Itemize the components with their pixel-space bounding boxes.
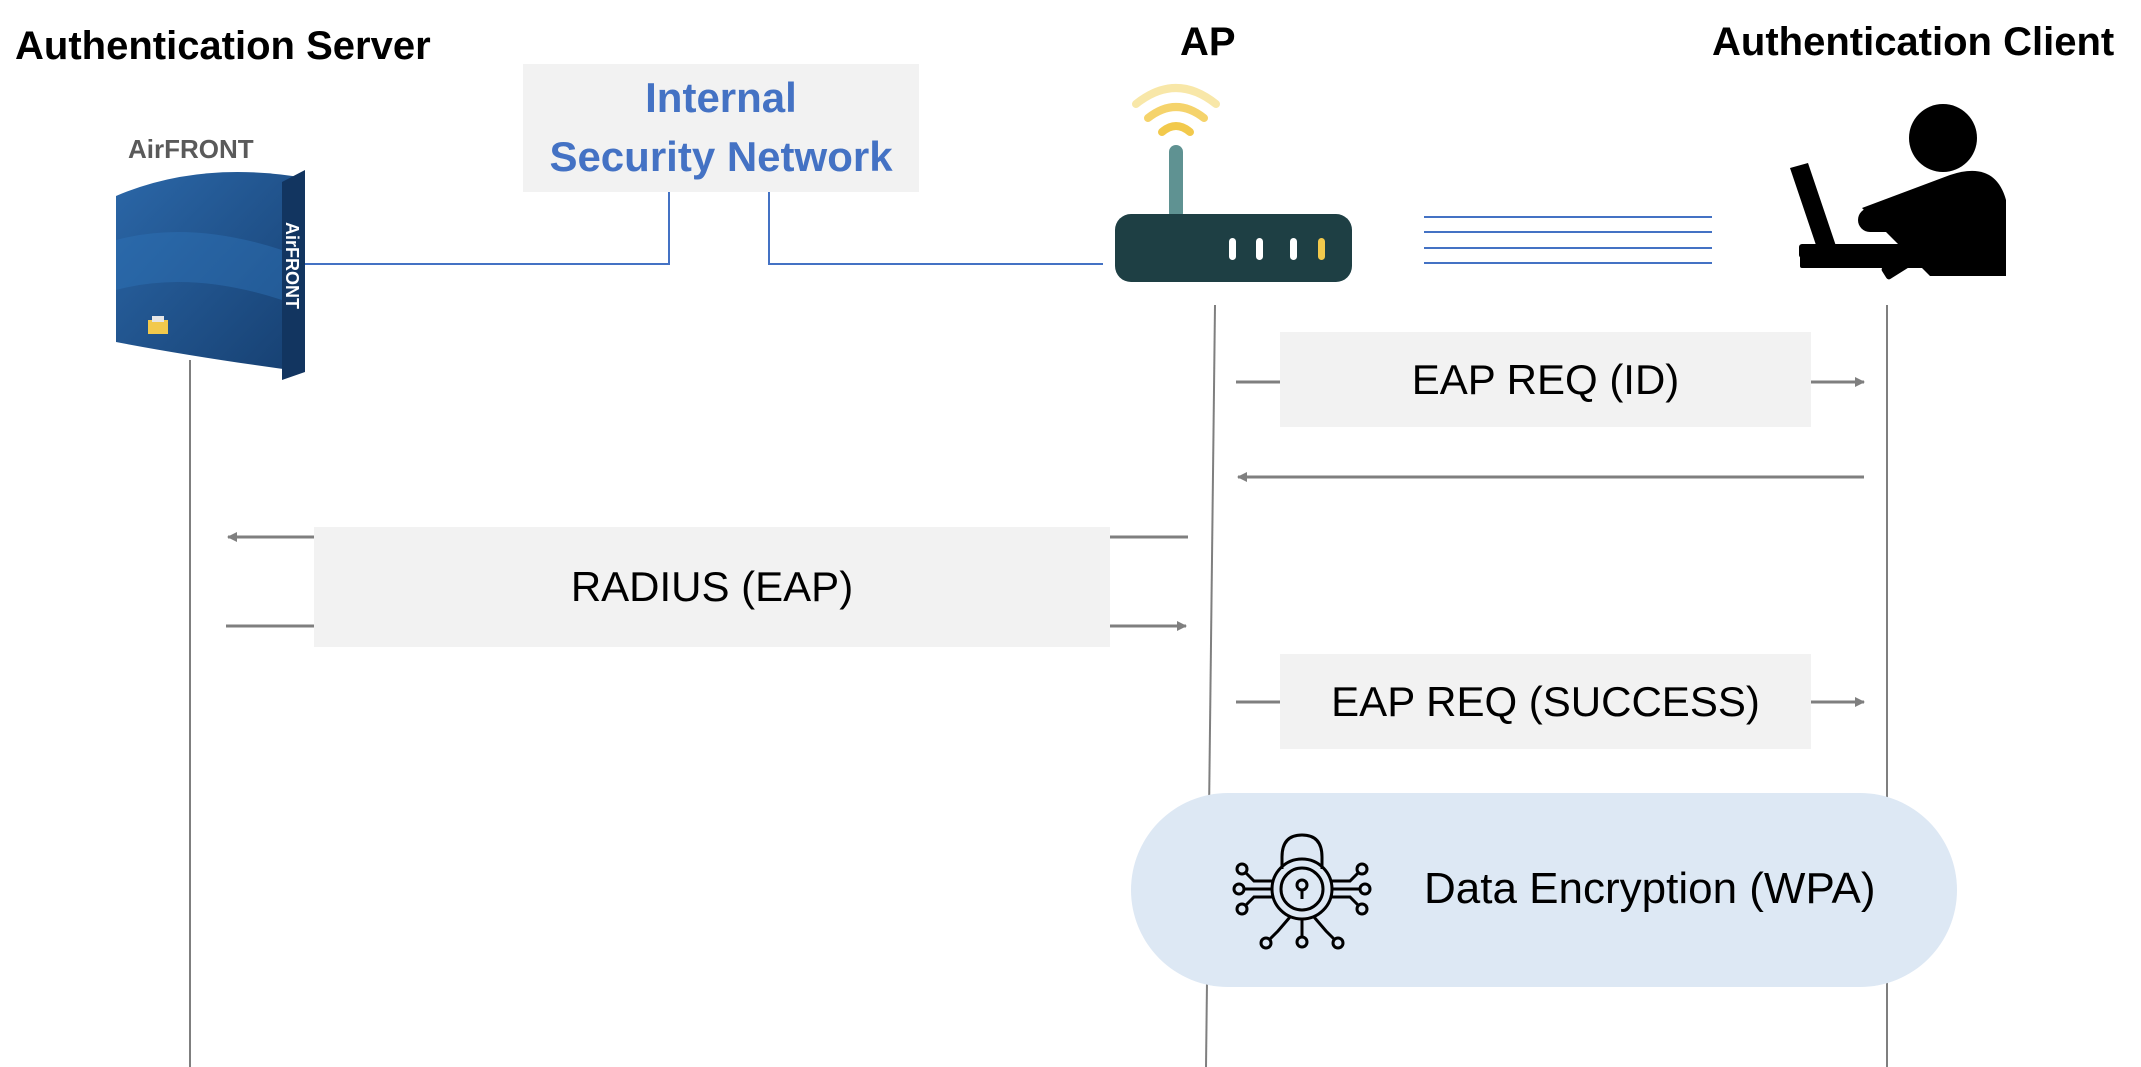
- eap-req-success-box: EAP REQ (SUCCESS): [1280, 654, 1811, 749]
- radius-eap-box: RADIUS (EAP): [314, 527, 1110, 647]
- eap-req-id-label: EAP REQ (ID): [1411, 355, 1680, 403]
- server-brand-side: AirFRONT: [282, 222, 302, 309]
- server-brand-front: AirFRONT: [128, 134, 254, 164]
- network-label-line2: Security Network: [549, 133, 893, 180]
- wireless-link-lines: [1424, 216, 1712, 264]
- data-encryption-label: Data Encryption (WPA): [1424, 864, 1876, 913]
- server-product-box: AirFRONT AirFRONT: [116, 134, 305, 380]
- eap-req-success-label: EAP REQ (SUCCESS): [1331, 677, 1760, 725]
- network-to-ap-link: [768, 192, 1103, 265]
- auth-client-heading: Authentication Client: [1712, 20, 2115, 64]
- internal-security-network-box: Internal Security Network: [523, 64, 919, 192]
- radius-eap-label: RADIUS (EAP): [570, 563, 854, 610]
- router-icon: [1115, 84, 1352, 282]
- client-user-icon: [1790, 104, 2006, 280]
- encryption-lock-icon: [1232, 833, 1372, 950]
- server-to-network-link: [300, 192, 670, 265]
- ap-heading: AP: [1180, 20, 1236, 64]
- eap-req-id-box: EAP REQ (ID): [1280, 332, 1811, 427]
- auth-server-heading: Authentication Server: [15, 24, 431, 68]
- network-label-line1: Internal: [645, 74, 797, 122]
